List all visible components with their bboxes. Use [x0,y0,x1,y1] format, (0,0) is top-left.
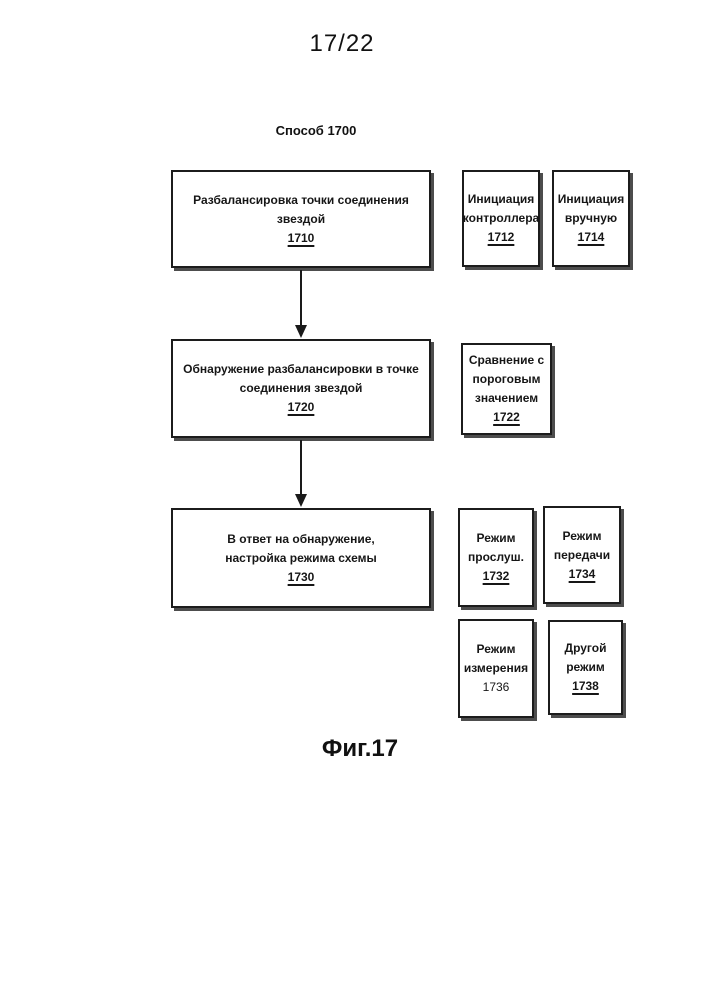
flow-box-1722-ref: 1722 [493,410,520,424]
flow-box-1722-text: Сравнение с пороговым значением [468,353,545,405]
flow-box-1714-text: Инициация вручную [557,192,625,225]
flow-box-1738-text: Другой режим [564,641,607,674]
down-arrow-line [300,270,302,325]
flow-box-1714: Инициация вручную 1714 [552,170,630,267]
flow-box-1730-text: В ответ на обнаружение, настройка режима… [225,531,377,565]
method-label: Способ 1700 [275,123,357,138]
flow-box-1736: Режим измерения 1736 [458,619,534,718]
flow-box-1734-text: Режим передачи [553,528,611,562]
down-arrow-head [295,325,307,338]
down-arrow-1710-1720-icon [295,270,307,338]
flow-box-1712: Инициация контроллера 1712 [462,170,540,267]
flow-box-1732-ref: 1732 [482,569,510,583]
flow-box-1738: Другой режим 1738 [548,620,623,715]
flow-box-1712-ref: 1712 [487,230,515,244]
flow-box-1714-ref: 1714 [577,230,605,244]
flow-box-1712-text: Инициация контроллера [462,192,540,225]
flow-box-1730-ref: 1730 [287,569,315,584]
down-arrow-1720-1730-icon [295,440,307,507]
flow-box-1734: Режим передачи 1734 [543,506,621,604]
flow-box-1736-ref: 1736 [482,680,510,694]
down-arrow-line [300,440,302,494]
flow-box-1720: Обнаружение разбалансировки в точке соед… [171,339,431,438]
flow-box-1722: Сравнение с пороговым значением 1722 [461,343,552,435]
flow-box-1734-ref: 1734 [568,566,596,581]
flow-box-1710: Разбалансировка точки соединения звездой… [171,170,431,268]
figure-caption: Фиг.17 [321,735,399,762]
flow-box-1720-ref: 1720 [287,400,315,414]
sheet-number: 17/22 [309,30,375,57]
flow-box-1732: Режим прослуш. 1732 [458,508,534,607]
flow-box-1730: В ответ на обнаружение, настройка режима… [171,508,431,608]
flow-box-1732-text: Режим прослуш. [468,531,524,564]
flow-box-1710-ref: 1710 [287,230,315,245]
flow-box-1720-text: Обнаружение разбалансировки в точке соед… [183,362,419,395]
down-arrow-head [295,494,307,507]
flow-box-1736-text: Режим измерения [463,642,529,675]
flow-box-1710-text: Разбалансировка точки соединения звездой [193,192,409,226]
flow-box-1738-ref: 1738 [572,679,599,693]
